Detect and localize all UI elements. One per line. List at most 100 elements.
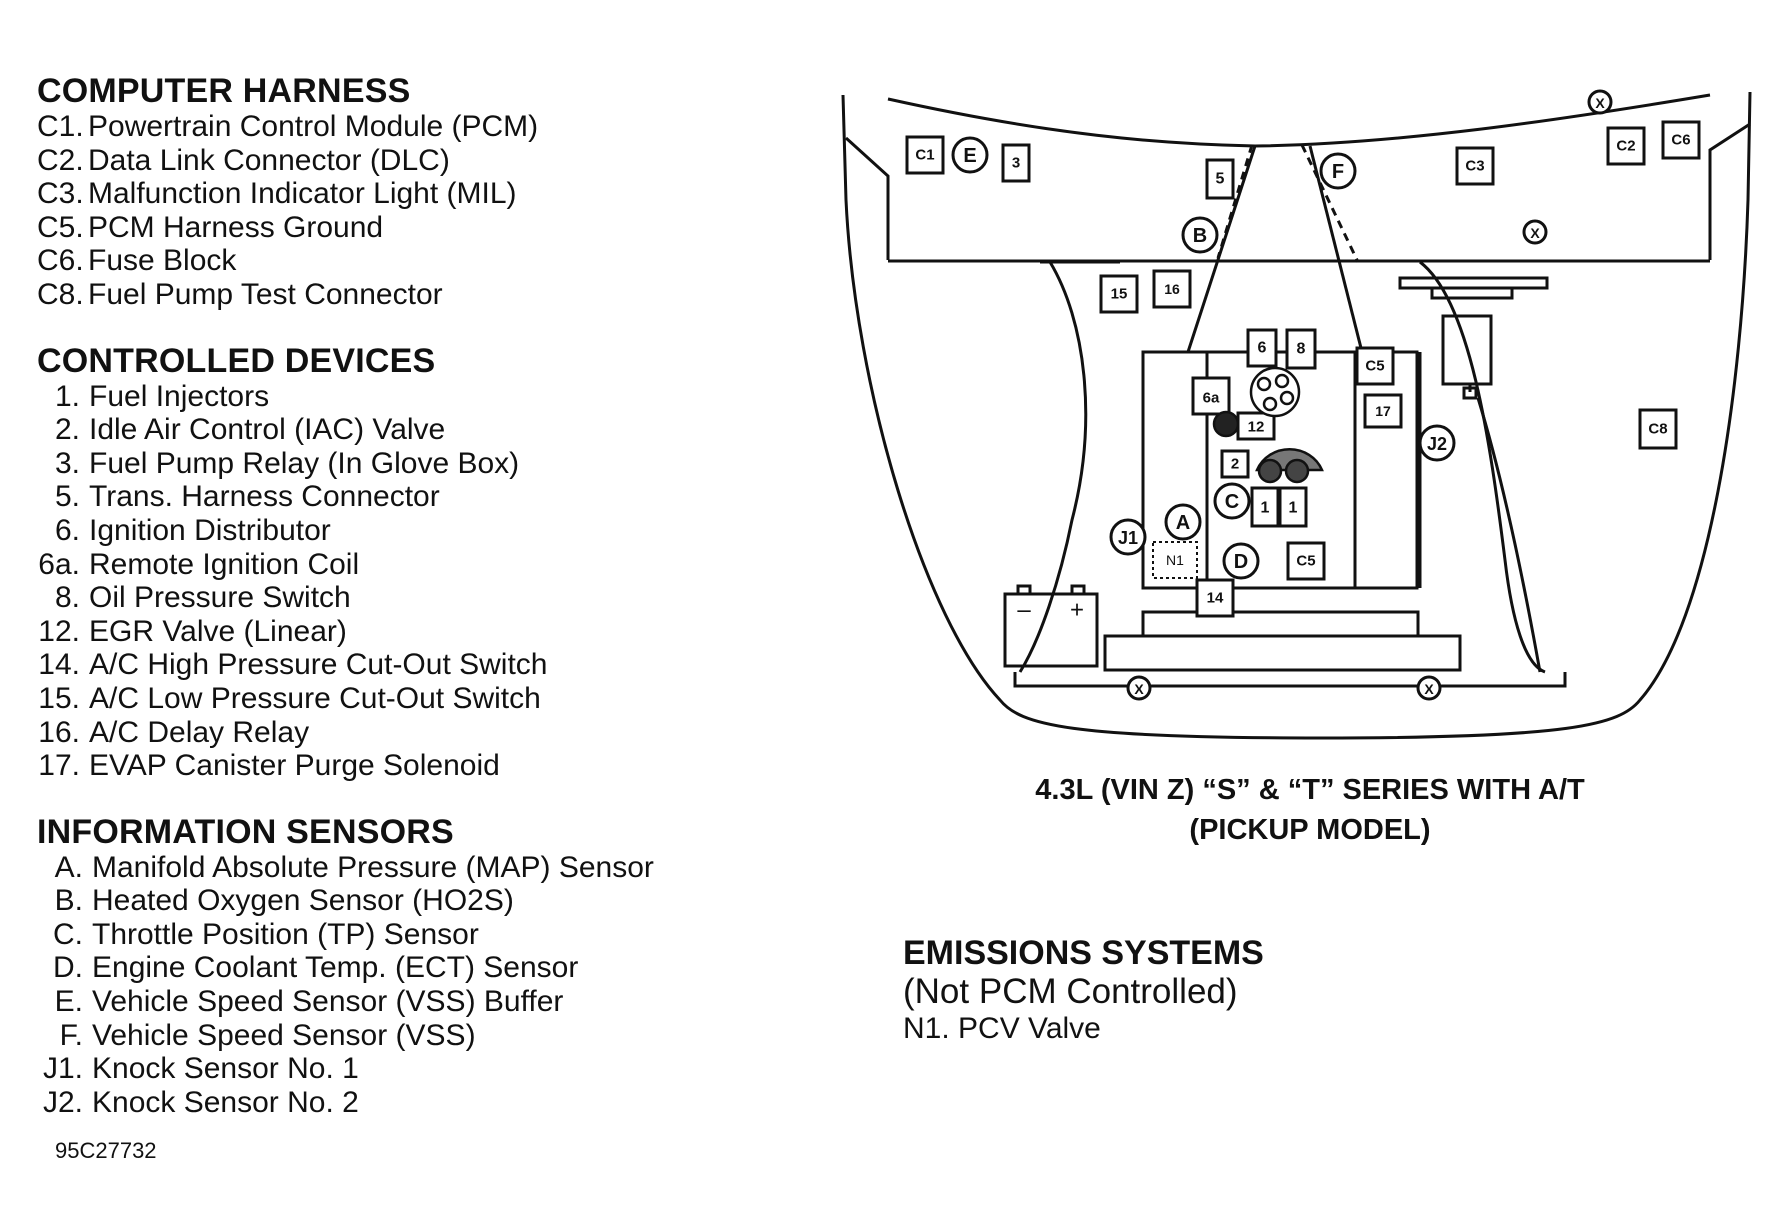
emissions-subtitle: (Not PCM Controlled) [903,972,1238,1011]
legend-item-text: Remote Ignition Coil [89,547,360,581]
box-1b [1278,486,1308,528]
legend-item-code: C1. [37,110,84,143]
legend-item-code: 5. [54,480,80,514]
legend-item: C6.Fuse Block [37,244,757,278]
legend-item: C8.Fuel Pump Test Connector [37,278,757,312]
computer-harness-section: COMPUTER HARNESS C1.Powertrain Control M… [37,72,757,312]
label-15: 15 [1111,286,1128,303]
legend-item-code: C. [53,917,83,951]
box-c5-low [1286,541,1326,581]
label-j2: J2 [1427,434,1447,454]
label-3: 3 [1012,155,1020,172]
engine-block [1141,350,1419,590]
legend-item-text: Fuel Pump Test Connector [88,277,443,311]
circle-j1 [1109,518,1147,556]
throttle-bore-2 [1284,458,1310,484]
label-d: D [1234,551,1248,573]
box-14 [1195,578,1235,618]
label-8: 8 [1297,341,1306,358]
dash-left [844,136,890,260]
label-x-1: X [1595,95,1605,111]
legend-item-text: Idle Air Control (IAC) Valve [89,413,446,447]
label-j1: J1 [1118,528,1138,548]
legend-item-code: 15. [38,681,80,715]
box-16 [1152,269,1192,309]
legend-item-code: 3. [54,446,80,480]
label-6: 6 [1258,340,1267,357]
label-c8: C8 [1648,421,1667,438]
circle-x-2 [1522,219,1548,245]
label-16: 16 [1164,281,1180,297]
label-f: F [1332,161,1344,183]
battery-minus: – [1017,597,1031,624]
legend-item: 6a.Remote Ignition Coil [37,548,757,582]
legend-item-text: EGR Valve (Linear) [89,614,347,648]
right-fender-inner [1419,260,1546,674]
legend-item-code: 2. [54,413,80,447]
legend-item: E.Vehicle Speed Sensor (VSS) Buffer [37,985,757,1019]
box-15 [1099,274,1139,314]
legend-item-text: Knock Sensor No. 1 [92,1052,359,1086]
legend-item-text: Malfunction Indicator Light (MIL) [88,177,517,211]
legend-item-code: A. [54,850,83,884]
right-harness [1476,397,1542,673]
booster-unit [1441,314,1493,386]
label-2: 2 [1231,456,1239,473]
label-17: 17 [1375,403,1391,419]
box-c2 [1606,126,1646,166]
legend-item-code: 6. [54,513,80,547]
legend-item: C2.Data Link Connector (DLC) [37,144,757,178]
distributor-post-2 [1274,373,1290,389]
box-c8 [1638,408,1678,450]
circle-c [1213,482,1251,520]
label-12: 12 [1248,419,1265,436]
emissions-item-n1: N1. PCV Valve [903,1012,1101,1045]
legend-item: C.Throttle Position (TP) Sensor [37,918,757,952]
distributor-post-3 [1279,390,1295,406]
legend-item-code: D. [53,951,83,985]
computer-harness-title: COMPUTER HARNESS [37,72,411,110]
hood-line [887,93,1711,148]
legend-item-code: C8. [37,277,84,311]
legend-item: 14.A/C High Pressure Cut-Out Switch [37,648,757,682]
legend-item-text: Heated Oxygen Sensor (HO2S) [92,884,514,918]
box-c5-top [1355,346,1395,386]
box-17 [1363,393,1403,429]
dash-right [1708,122,1751,260]
information-sensors-section: INFORMATION SENSORS A.Manifold Absolute … [37,813,757,1120]
legend-item-text: EVAP Canister Purge Solenoid [89,749,500,783]
legend-item: C1.Powertrain Control Module (PCM) [37,110,757,144]
circle-e [951,136,989,174]
legend-item-code: C6. [37,244,84,278]
legend-item: A.Manifold Absolute Pressure (MAP) Senso… [37,851,757,885]
legend-item: J2.Knock Sensor No. 2 [37,1086,757,1120]
label-c3: C3 [1465,158,1484,175]
legend-item-text: Oil Pressure Switch [89,581,351,615]
label-1b: 1 [1289,500,1298,517]
box-6a [1191,376,1231,416]
box-8 [1285,328,1317,370]
throttle-bore-1 [1257,458,1283,484]
caption-line-1: 4.3L (VIN Z) “S” & “T” SERIES WITH A/T [1035,774,1585,806]
coil-round [1212,410,1240,438]
battery-terminal-neg [1016,584,1032,596]
distributor-post-1 [1256,376,1272,392]
legend-item-text: Trans. Harness Connector [89,480,440,514]
dashed-lead-b [1216,144,1254,259]
legend-item: C3.Malfunction Indicator Light (MIL) [37,177,757,211]
master-cylinder-mount [1430,286,1514,300]
box-2 [1220,449,1250,479]
circle-x-1 [1587,89,1613,115]
circle-f [1319,152,1357,190]
label-1a: 1 [1261,500,1270,517]
legend-item-code: B. [54,884,83,918]
box-12 [1236,411,1276,441]
legend-item-text: Vehicle Speed Sensor (VSS) Buffer [92,985,564,1019]
circle-x-4 [1416,675,1442,701]
legend-item: 16.A/C Delay Relay [37,716,757,750]
legend-item-code: C3. [37,177,84,211]
box-1a [1250,486,1280,528]
battery-plus: + [1070,597,1084,624]
legend-item-text: Ignition Distributor [89,513,331,547]
legend-item: J1.Knock Sensor No. 1 [37,1052,757,1086]
